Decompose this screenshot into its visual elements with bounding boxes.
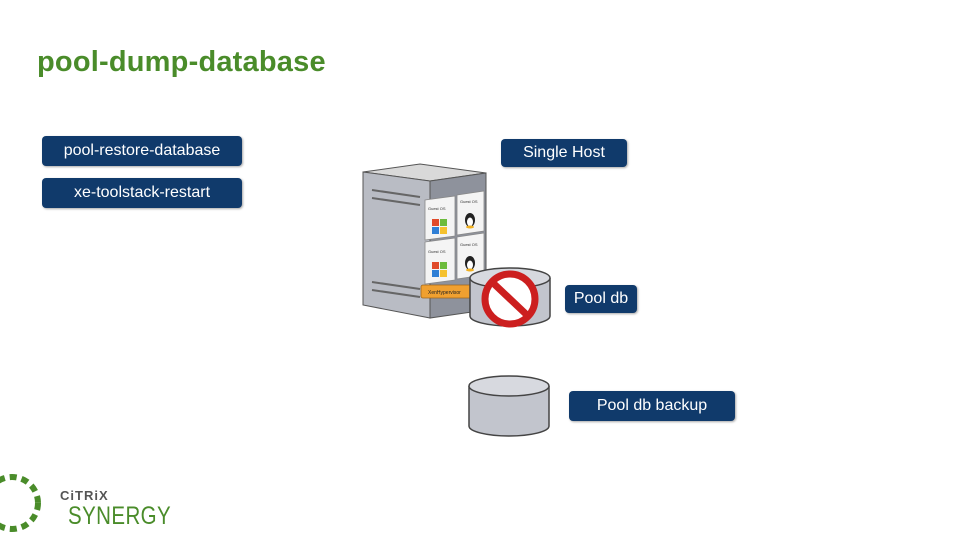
- pool-db-backup-label: Pool db backup: [569, 391, 735, 421]
- citrix-wordmark: CiTRiX: [60, 488, 109, 503]
- vm-tile-label: Guest OS: [460, 242, 478, 247]
- vm-linux-tile-1: Guest OS: [456, 190, 485, 236]
- command-pool-restore-database: pool-restore-database: [42, 136, 242, 166]
- vm-windows-tile-1: Guest OS: [424, 195, 456, 241]
- hypervisor-bar-label: XenHypervisor: [428, 290, 461, 296]
- synergy-ring-logo-icon: [0, 474, 41, 532]
- vm-tile-label: Guest OS: [428, 206, 446, 211]
- server-icon: Guest OS Guest OS Guest OS Guest OS: [362, 163, 487, 319]
- vm-windows-tile-2: Guest OS: [424, 237, 456, 285]
- pool-db-label: Pool db: [565, 285, 637, 313]
- slide-title: pool-dump-database: [37, 46, 326, 78]
- pool-db-backup-cylinder-icon: [468, 375, 550, 437]
- prohibited-icon: [481, 270, 539, 328]
- command-xe-toolstack-restart: xe-toolstack-restart: [42, 178, 242, 208]
- vm-tile-label: Guest OS: [460, 199, 478, 204]
- single-host-label: Single Host: [501, 139, 627, 167]
- synergy-wordmark: SYNERGY: [68, 502, 172, 530]
- vm-tile-label: Guest OS: [428, 249, 446, 254]
